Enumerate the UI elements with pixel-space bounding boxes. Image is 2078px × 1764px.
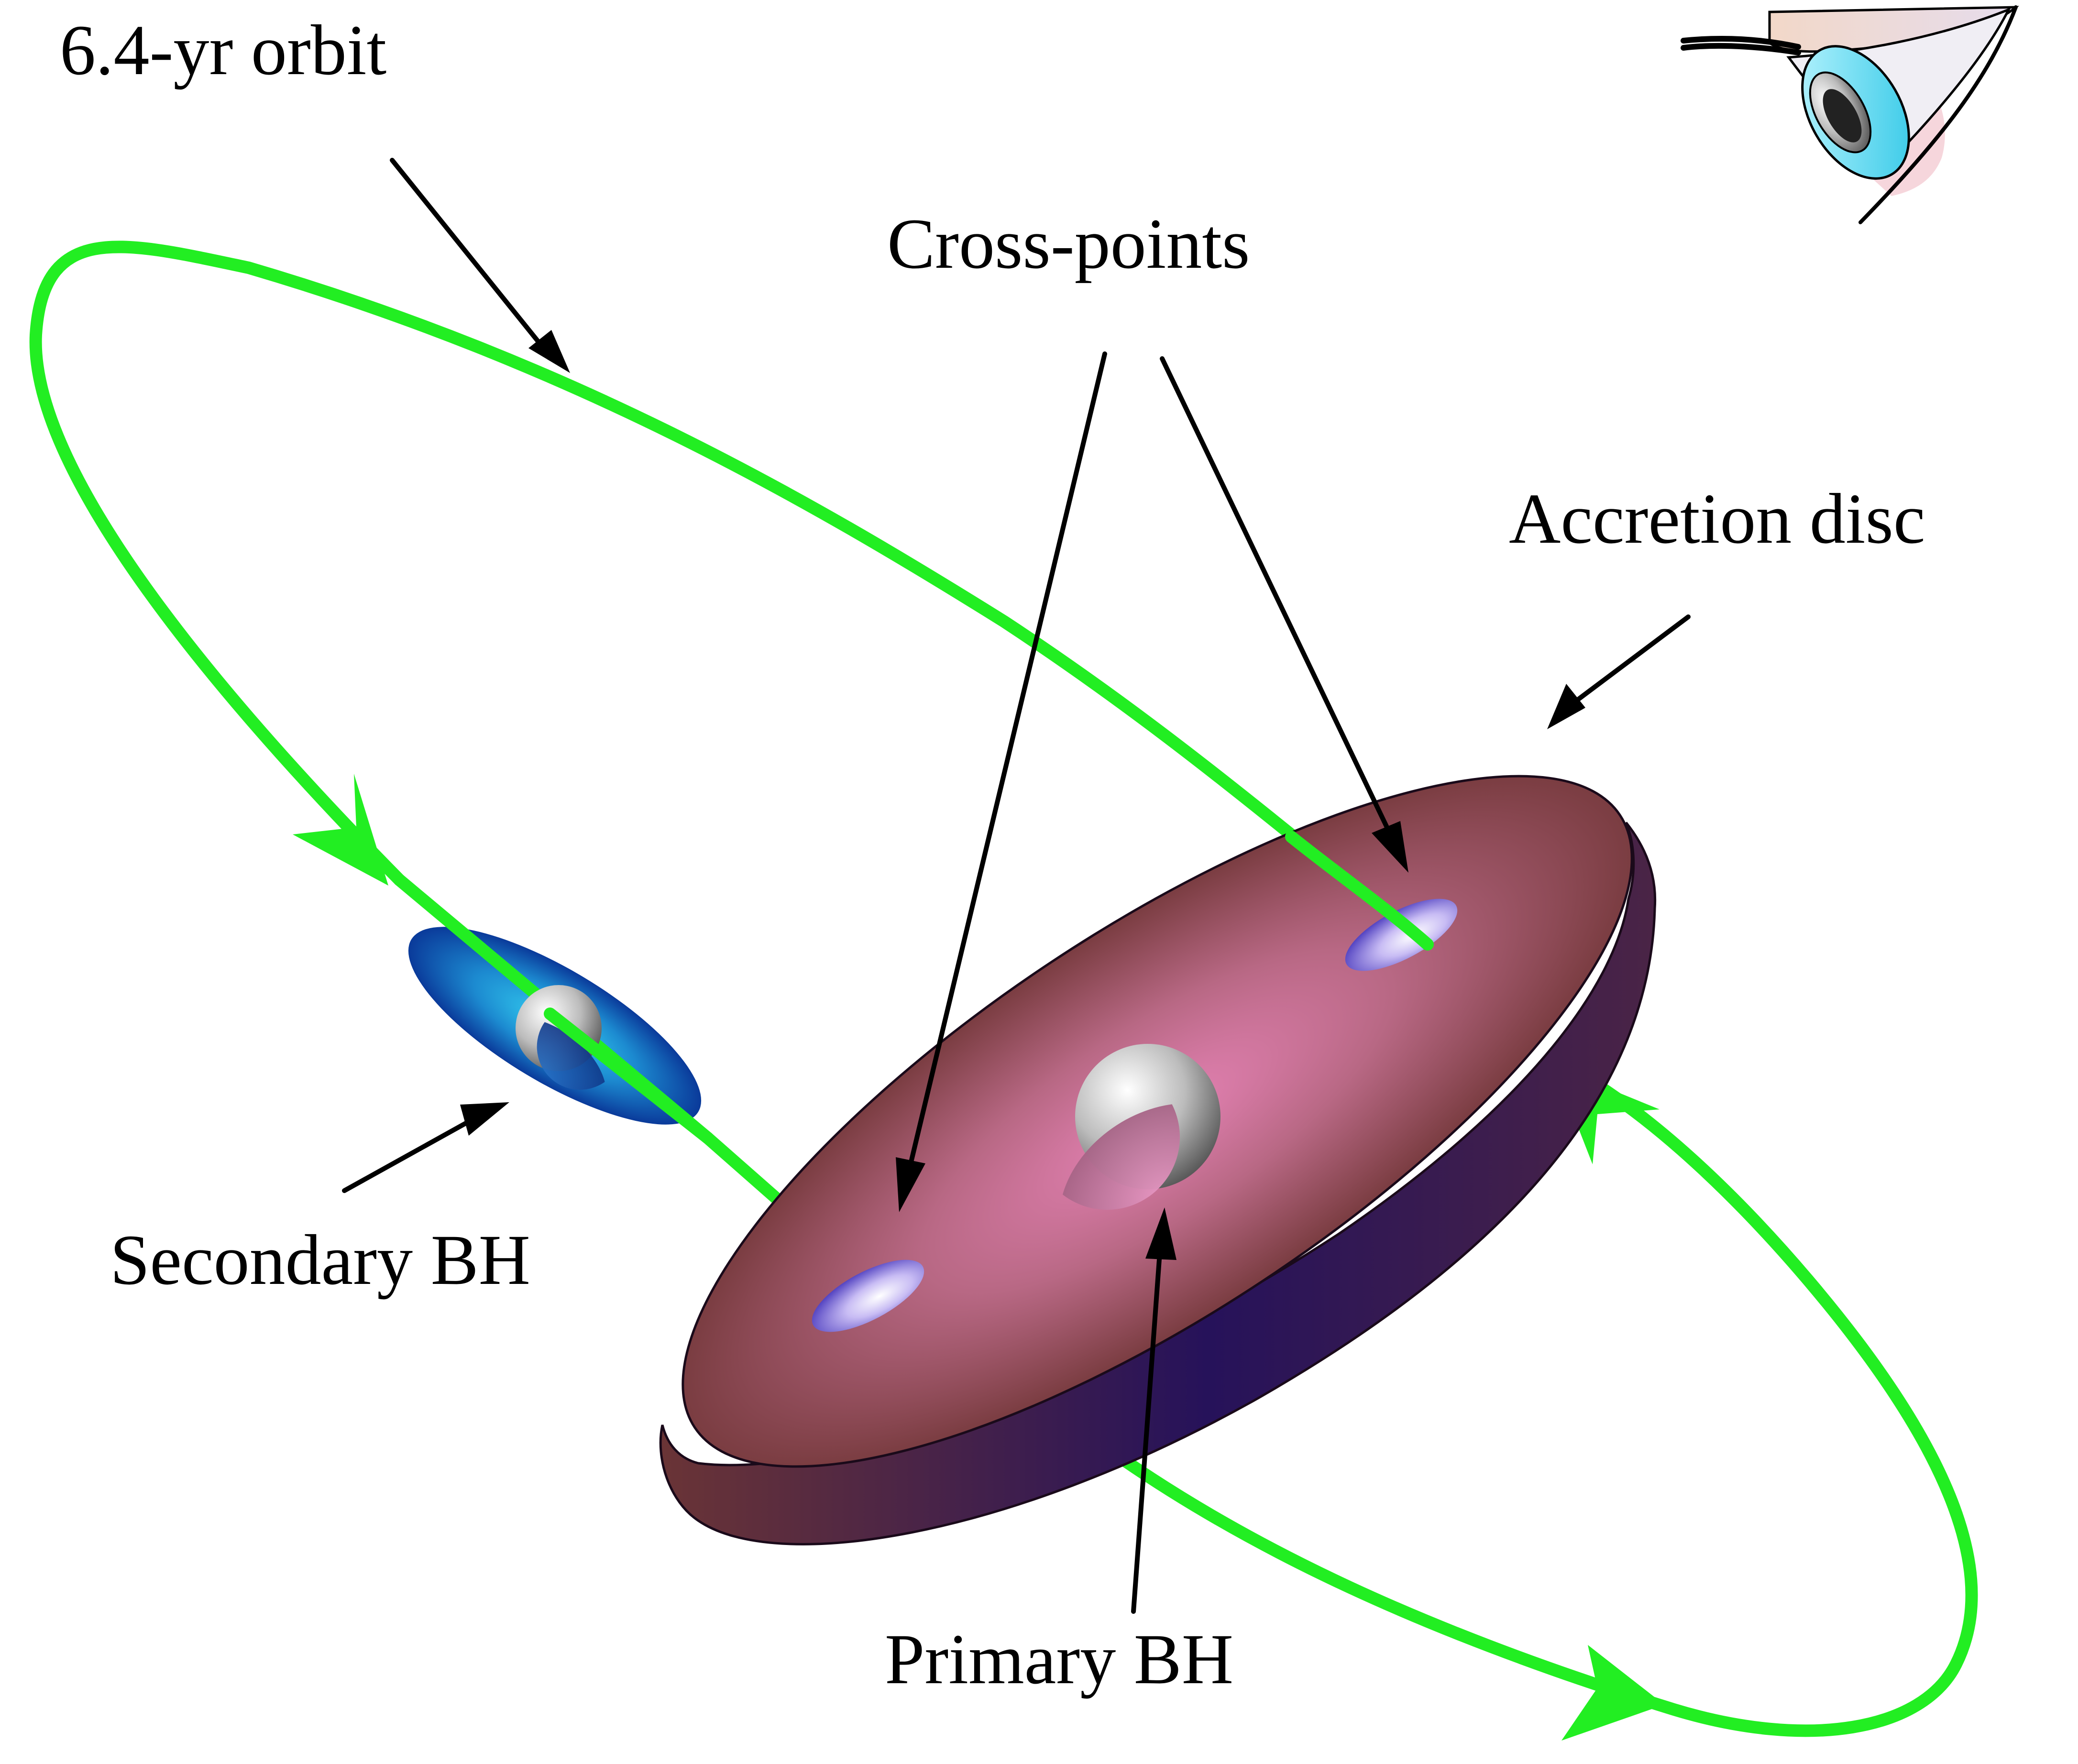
orbit-path bbox=[29, 241, 1978, 1737]
secondary-bh-arrowhead bbox=[460, 1102, 509, 1136]
orbit-arrowhead-left bbox=[293, 774, 388, 886]
primary-bh-label: Primary BH bbox=[885, 1620, 1233, 1699]
cross-point-lower bbox=[812, 1260, 924, 1332]
accretion-disc-arrowhead bbox=[1547, 684, 1585, 729]
eye-outer-line bbox=[1858, 5, 2018, 224]
secondary-bh-label: Secondary BH bbox=[110, 1220, 530, 1300]
orbit-front-arc bbox=[1082, 1055, 1978, 1737]
eye-lashes bbox=[1681, 35, 1801, 55]
orbit-back-arc bbox=[29, 241, 1434, 951]
cross-points-arrow-right bbox=[1160, 356, 1389, 830]
orbit-into-upper-crosspoint bbox=[1285, 831, 1434, 951]
cross-points-arrowhead-left bbox=[896, 1157, 925, 1212]
accretion-disc-arrow bbox=[1571, 614, 1691, 705]
orbit-label-arrowhead bbox=[528, 330, 570, 373]
secondary-bh-arrow bbox=[342, 1117, 476, 1193]
annotation-arrows bbox=[342, 158, 1691, 1614]
accretion-disc bbox=[659, 775, 1657, 1545]
orbit-segment-front-secondary bbox=[544, 1008, 714, 1144]
cross-points-label: Cross-points bbox=[887, 204, 1250, 284]
primary-bh-arrowhead bbox=[1145, 1207, 1176, 1260]
cross-points-arrow-left bbox=[909, 351, 1107, 1164]
primary-bh-arrow bbox=[1131, 1250, 1162, 1614]
secondary-bh-group bbox=[393, 874, 834, 1249]
orbit-label-arrow bbox=[390, 158, 543, 347]
eye-icon bbox=[1681, 5, 2019, 224]
cross-points-arrowhead-right bbox=[1372, 821, 1408, 873]
cross-point-upper bbox=[1345, 898, 1458, 971]
orbit-label: 6.4-yr orbit bbox=[60, 11, 386, 90]
eye-pupil-core bbox=[1823, 89, 1862, 142]
orbit-arrowhead-bottom bbox=[1561, 1645, 1664, 1741]
accretion-disc-label: Accretion disc bbox=[1509, 479, 1925, 559]
